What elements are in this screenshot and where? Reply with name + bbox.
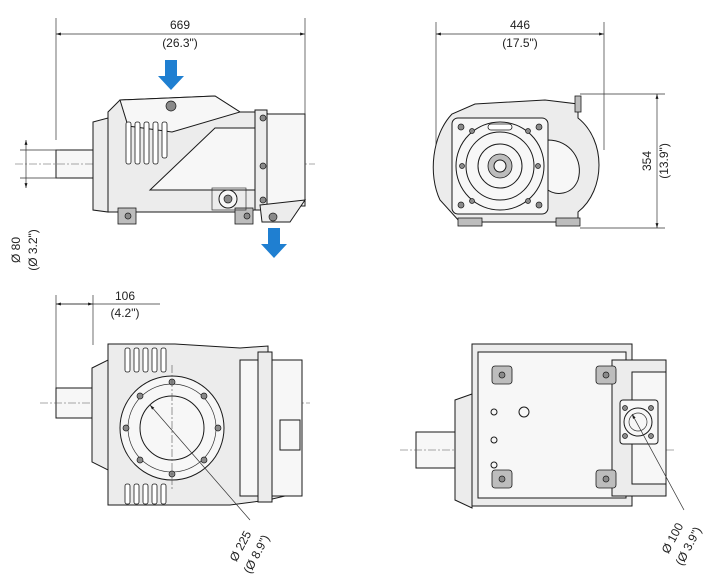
flow-out-arrow [261, 228, 287, 258]
top-vent-slots [124, 347, 167, 505]
side-view: 446 (17.5") 354 (13.9") [432, 18, 671, 229]
dim-354-value: 354 [640, 151, 654, 171]
dim-width-669: 669 (26.3") [55, 18, 306, 140]
dim-106-inch: (4.2") [111, 306, 140, 320]
dim-669-inch: (26.3") [162, 36, 198, 50]
dim-width-446: 446 (17.5") [435, 18, 605, 150]
dim-354-inch: (13.9") [657, 143, 671, 179]
front-vent-slots [125, 121, 168, 165]
front-view: 669 (26.3") [9, 18, 315, 271]
front-flange [92, 117, 109, 213]
dim-80-inch: (Ø 3.2") [26, 229, 40, 271]
dim-shaft-diameter-80: Ø 80 (Ø 3.2") [9, 140, 60, 271]
dim-106-value: 106 [115, 289, 135, 303]
top-view: 106 (4.2") [40, 289, 310, 576]
dim-80-value: Ø 80 [9, 237, 23, 263]
bottom-shaft [415, 431, 459, 469]
dim-446-inch: (17.5") [502, 36, 538, 50]
dim-shaft-length-106: 106 (4.2") [55, 289, 160, 390]
dim-446-value: 446 [510, 18, 530, 32]
dim-669-value: 669 [170, 18, 190, 32]
dim-height-354: 354 (13.9") [580, 93, 671, 229]
flow-in-arrow [158, 60, 184, 90]
bottom-view: Ø 100 (Ø 3.9") [400, 343, 704, 568]
